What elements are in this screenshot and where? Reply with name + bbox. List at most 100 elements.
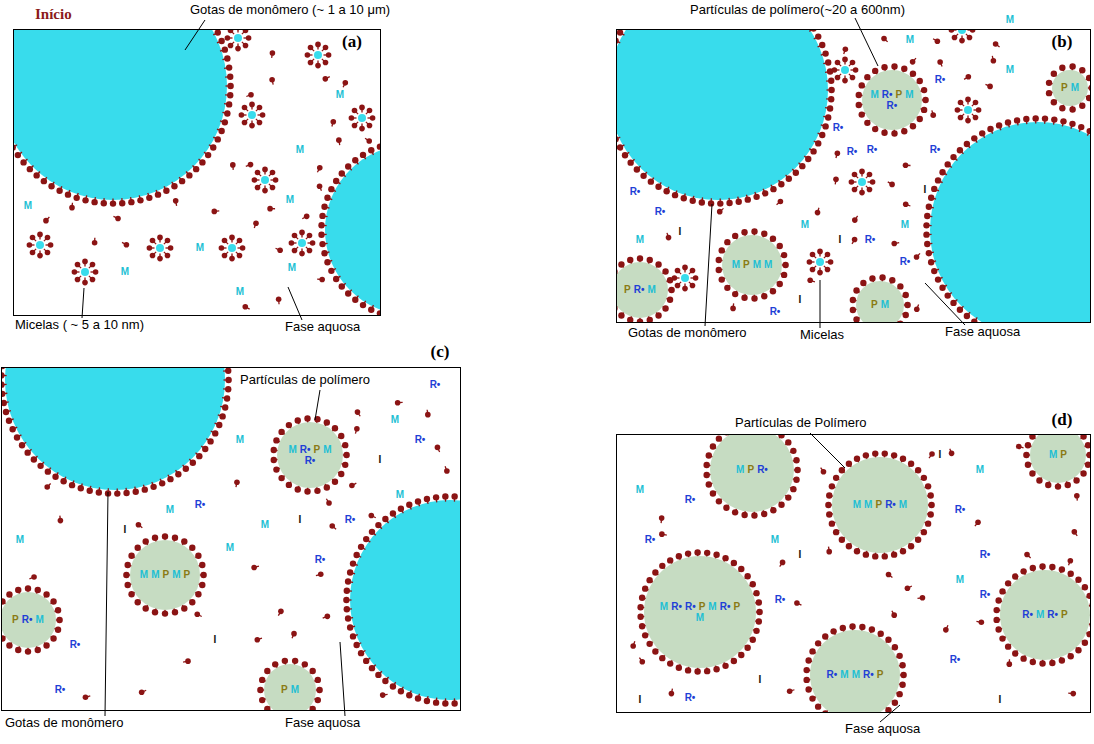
surfactant-head (93, 269, 99, 275)
surfactant-head (819, 132, 825, 138)
particle-shape (1000, 570, 1090, 660)
surfactant-head (82, 280, 88, 286)
surfactant-head (87, 488, 93, 494)
callout-label: Micelas (800, 328, 844, 343)
surfactant-head (793, 477, 799, 483)
polymer-particle: MR•PMR• (277, 422, 343, 488)
radical-symbol: R• (770, 306, 781, 318)
surfactant-group (14, 30, 380, 315)
surfactant-head (867, 172, 873, 178)
surfactant-molecule (821, 469, 827, 475)
surfactant-molecule (886, 572, 892, 578)
polymer-particle: MMPMP (130, 540, 200, 610)
surfactant-head (228, 43, 234, 49)
surfactant-head (805, 657, 811, 663)
surfactant-head (25, 648, 31, 654)
surfactant-head (48, 183, 54, 189)
surfactant-head (82, 197, 88, 203)
surfactant-head (860, 280, 866, 286)
surfactant-head (347, 569, 353, 575)
surfactant-head (262, 167, 268, 173)
monomer-symbol: M (753, 259, 761, 270)
surfactant-molecule (903, 201, 909, 207)
surfactant-head (761, 511, 767, 517)
surfactant-head (273, 177, 279, 183)
surfactant-head (1005, 580, 1011, 586)
surfactant-head (896, 691, 902, 697)
particle-contents: MR•R•PMR•PM (660, 572, 741, 653)
surfactant-head (770, 186, 776, 192)
polymer-particle: PM (264, 664, 316, 710)
surfactant-head (181, 605, 187, 611)
surfactant-head (1032, 115, 1038, 121)
surfactant-head (738, 566, 744, 572)
surfactant-head (242, 120, 248, 126)
surfactant-tail (237, 30, 238, 33)
surfactant-head (45, 235, 51, 241)
surfactant-molecule (248, 92, 254, 98)
surfactant-head (781, 272, 787, 278)
surfactant-group (617, 30, 1090, 322)
surfactant-head (822, 633, 828, 639)
surfactant-head (675, 268, 681, 274)
particle-fill (710, 435, 794, 512)
surfactant-head (339, 283, 345, 289)
surfactant-head (637, 318, 643, 322)
initiator-symbol: I (214, 634, 217, 646)
surfactant-head (27, 166, 33, 172)
surfactant-head (830, 628, 836, 634)
surfactant-head (952, 35, 958, 41)
monomer-symbol: M (771, 534, 779, 546)
surfactant-head (778, 181, 784, 187)
surfactant-molecule (251, 565, 257, 571)
surfactant-head (237, 253, 243, 259)
surfactant-head (375, 672, 381, 678)
surfactant-head (1029, 470, 1035, 476)
surfactant-head (222, 253, 228, 259)
surfactant-head (803, 667, 809, 673)
surfactant-head (901, 128, 907, 134)
surfactant-head (817, 270, 823, 276)
monomer-symbol: M (864, 499, 872, 510)
radical-symbol: R• (720, 601, 731, 612)
surfactant-head (368, 147, 374, 153)
surfactant-head (165, 238, 171, 244)
surfactant-head (210, 144, 216, 150)
surfactant-head (382, 516, 388, 522)
polymer-particle: PM (1052, 70, 1088, 106)
surfactant-head (15, 647, 21, 653)
monomer-symbol: M (261, 519, 269, 531)
radical-symbol: R• (315, 554, 326, 566)
surfactant-head (110, 200, 116, 206)
surfactant-head (56, 617, 62, 623)
leader-line (705, 204, 712, 326)
surfactant-head (310, 240, 316, 246)
surfactant-head (321, 203, 327, 209)
surfactant-head (864, 74, 870, 80)
surfactant-head (1079, 67, 1085, 73)
surfactant-head (854, 456, 860, 462)
surfactant-head (2, 635, 6, 641)
callout-label: Partículas de polímero(~20 a 600nm) (690, 3, 905, 18)
surfactant-head (872, 126, 878, 132)
surfactant-head (785, 494, 791, 500)
surfactant-head (999, 635, 1005, 641)
surfactant-head (799, 163, 805, 169)
surfactant-head (955, 107, 961, 113)
surfactant-head (433, 699, 439, 705)
surfactant-molecule (318, 572, 324, 578)
surfactant-head (304, 415, 310, 421)
surfactant-head (224, 395, 230, 401)
callout-label: Partículas de Polímero (735, 416, 867, 431)
surfactant-molecule (444, 468, 450, 474)
surfactant-head (693, 275, 699, 281)
surfactant-head (249, 102, 255, 108)
surfactant-head (828, 78, 834, 84)
radical-symbol: R• (775, 594, 786, 606)
surfactant-head (345, 578, 351, 584)
surfactant-head (662, 305, 668, 311)
surfactant-head (128, 553, 134, 559)
surfactant-head (377, 143, 380, 149)
monomer-symbol: M (1071, 82, 1079, 93)
surfactant-molecule (139, 690, 145, 696)
